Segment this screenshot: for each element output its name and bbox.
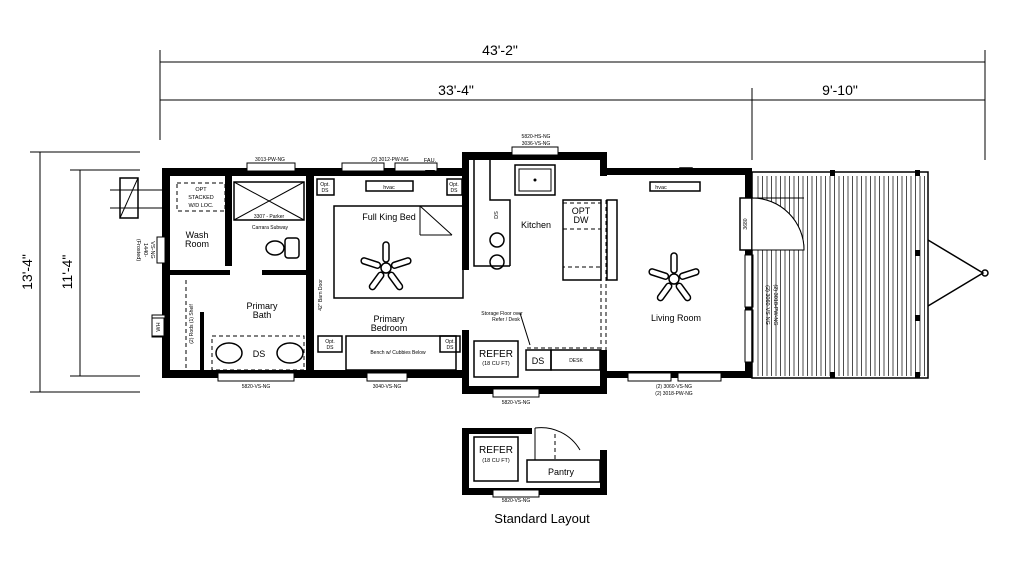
hvac-living: hvac xyxy=(655,185,667,191)
overall-width-label: 13'-4" xyxy=(19,254,35,290)
dimension-lines xyxy=(30,50,986,393)
refer-label: REFER xyxy=(479,349,513,360)
hvac-bedroom: hvac xyxy=(383,185,395,191)
window-pantry-bottom: 5820-VS-NG xyxy=(502,498,531,504)
room-primary-bedroom: Primary xyxy=(374,314,405,324)
toilet-icon xyxy=(265,237,300,259)
room-living-room: Living Room xyxy=(651,313,701,323)
window-refer-bottom: 5820-VS-NG xyxy=(502,400,531,406)
opt-stacked-label-2: STACKED xyxy=(188,195,214,201)
room-wash-room-2: Room xyxy=(185,239,209,249)
opt-dw-label-2: DW xyxy=(574,215,589,225)
opt-ds-2: Opt. xyxy=(320,182,329,188)
closet-rods-label: (2) Rods (1) Shelf xyxy=(189,304,195,344)
window-living-bottom-1: (2) 3060-VS-NG xyxy=(656,384,692,390)
barn-door-label: 42" Barn Door xyxy=(318,279,324,311)
fau-label: FAU. xyxy=(424,158,437,164)
ds-desk: DS xyxy=(532,356,545,366)
window-bed-bottom: 3040-VS-NG xyxy=(373,384,402,390)
window-wash-left-3: VS-NG xyxy=(149,241,155,258)
window-bath-bottom: 5820-VS-NG xyxy=(242,384,271,390)
room-primary-bath: Primary xyxy=(247,301,278,311)
pantry-refer-label: REFER xyxy=(479,445,513,456)
room-primary-bedroom-2: Bedroom xyxy=(371,323,408,333)
opt-ds-4: Opt. xyxy=(445,339,454,345)
window-bath-top: 3013-PW-NG xyxy=(255,157,285,163)
deck-length-label: 9'-10" xyxy=(822,82,858,98)
ds-kitchen: DS xyxy=(494,211,500,219)
window-kitchen-top-1: 5820-HS-NG xyxy=(522,134,551,140)
opt-ds-4b: DS xyxy=(447,345,455,351)
door-3680-label: 3680 xyxy=(743,218,749,229)
utility-hookup xyxy=(110,177,162,219)
ds-bath: DS xyxy=(253,349,266,359)
window-kitchen-top-2: 3036-VS-NG xyxy=(522,141,551,147)
pantry-refer-size: (18 CU FT) xyxy=(482,458,510,464)
room-wash-room: Wash xyxy=(186,230,209,240)
opt-stacked-label: OPT xyxy=(195,187,207,193)
ceiling-fan-icon xyxy=(359,241,413,292)
water-heater-label: WH xyxy=(156,322,162,331)
room-primary-bath-2: Bath xyxy=(253,310,272,320)
opt-stacked-label-3: W/D LOC. xyxy=(188,203,214,209)
pantry-option xyxy=(462,427,607,498)
overall-length-label: 43'-2" xyxy=(482,42,518,58)
trailer-hitch xyxy=(927,239,989,307)
opt-ds-2b: DS xyxy=(322,188,330,194)
shower-tile-label: Carrara Subway xyxy=(252,225,289,231)
opt-ds-3b: DS xyxy=(451,188,459,194)
opt-ds-3: Opt. xyxy=(449,182,458,188)
opt-dw-label: OPT xyxy=(572,206,591,216)
window-wash-left-1: (Frosted) xyxy=(135,239,141,261)
window-bed-top: (2) 3012-PW-NG xyxy=(371,157,409,163)
opt-ds-1: Opt. xyxy=(325,339,334,345)
deck xyxy=(751,170,929,379)
full-king-bed-label: Full King Bed xyxy=(362,212,416,222)
window-living-bottom-2: (2) 3018-PW-NG xyxy=(655,391,693,397)
window-living-right-2: (2) 3018-PW-NG xyxy=(772,284,778,325)
opt-ds-1b: DS xyxy=(327,345,335,351)
bench-label: Bench w/ Cubbies Below xyxy=(370,350,426,356)
shower-label: 3307 - Parker xyxy=(254,214,285,220)
refer-size: (18 CU FT) xyxy=(482,361,510,367)
window-wash-left-2: 1440- xyxy=(142,243,148,257)
storage-label-2: Refer / Desk xyxy=(492,317,520,323)
ceiling-fan-icon xyxy=(647,252,701,303)
room-pantry: Pantry xyxy=(548,467,575,477)
room-kitchen: Kitchen xyxy=(521,220,551,230)
main-length-label: 33'-4" xyxy=(438,82,474,98)
interior-width-label: 11'-4" xyxy=(59,255,75,290)
storage-label: Storage Floor over xyxy=(481,311,523,317)
desk-label: DESK xyxy=(569,358,583,364)
layout-caption: Standard Layout xyxy=(494,511,590,526)
